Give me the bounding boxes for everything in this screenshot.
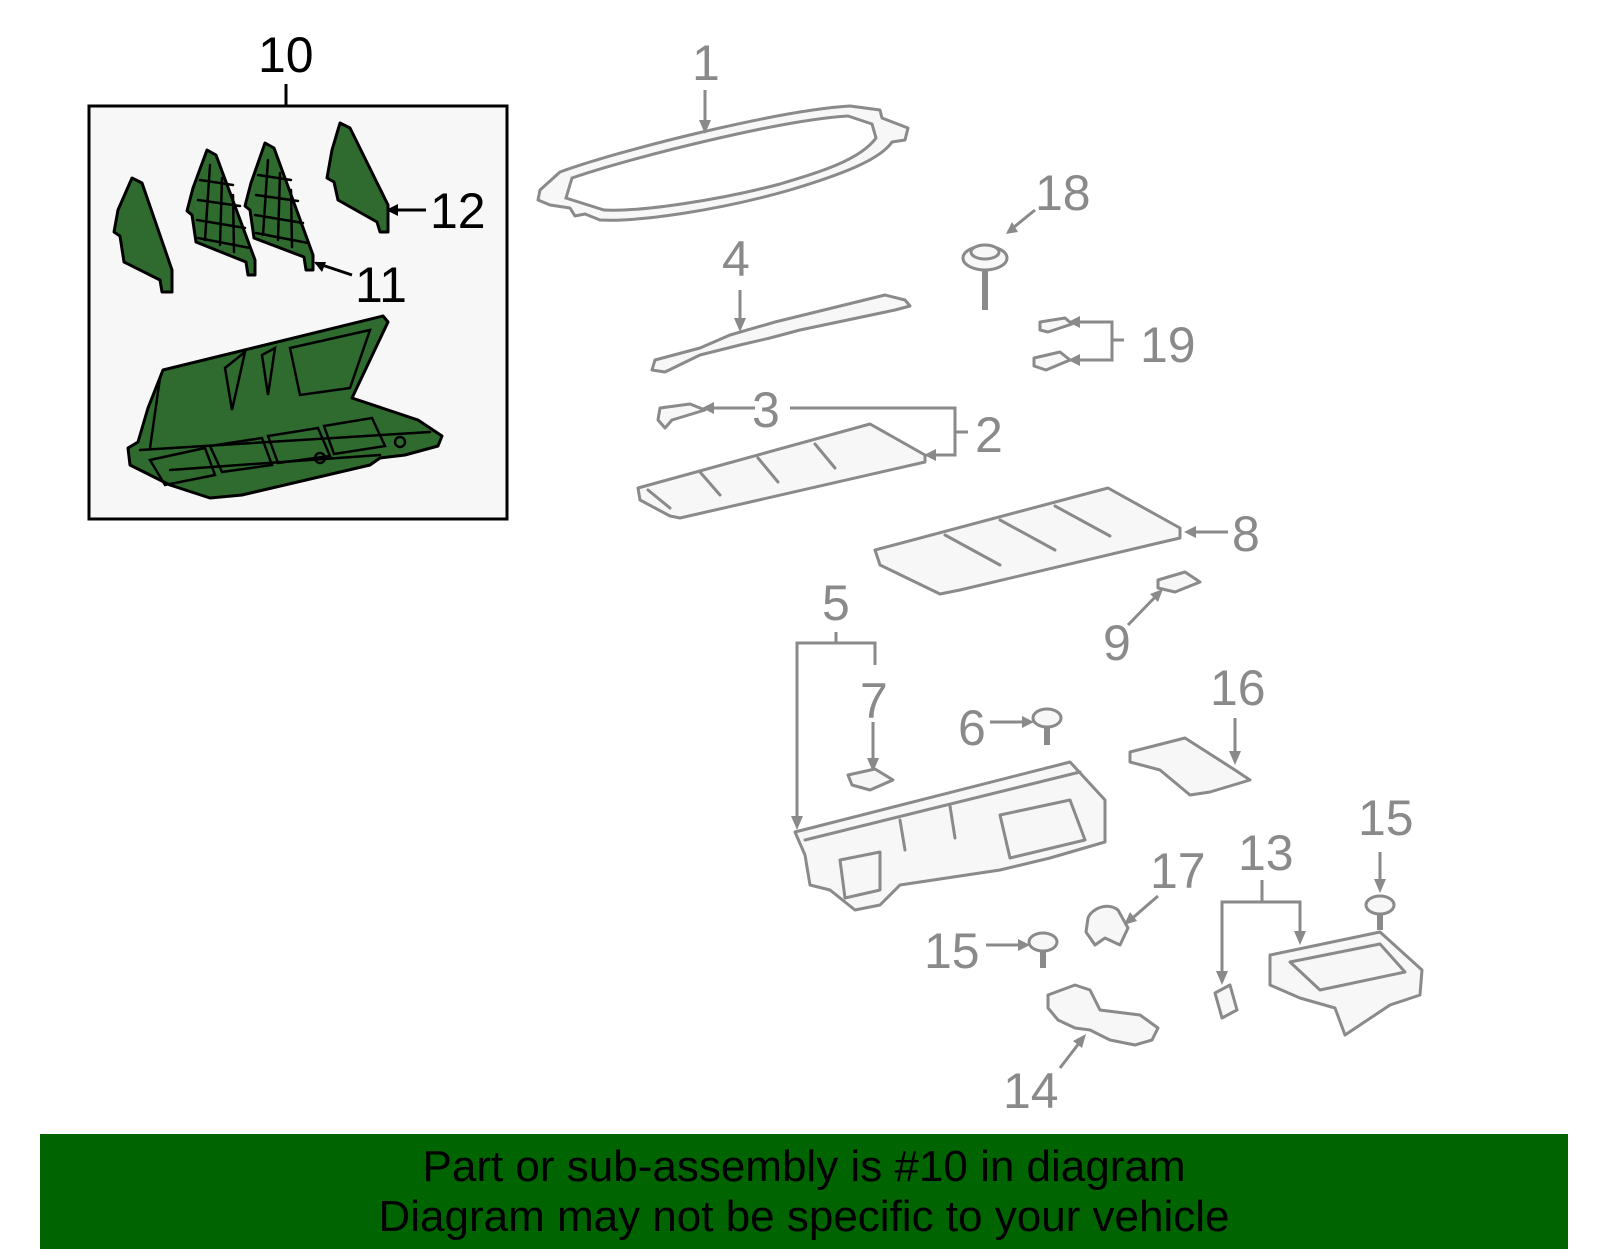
info-banner: Part or sub-assembly is #10 in diagram D… [40,1134,1568,1249]
label-11: 11 [355,257,407,313]
part-1-frame: 1 [536,35,910,222]
bolt-6-head [1031,707,1063,729]
arrow-6 [1022,716,1034,728]
label-16: 16 [1210,660,1266,716]
arrow-7 [867,758,879,772]
label-12: 12 [430,183,486,239]
grille-mesh-a [195,163,252,254]
part-19-clips: 19 [1032,316,1196,373]
label-7: 7 [860,673,888,729]
leader-19 [1072,320,1124,362]
arrow-14 [1073,1034,1086,1048]
plate-2-ribs [646,442,837,510]
clip-19b [1032,350,1072,372]
arrow-13b [1294,931,1306,945]
floor-board-details [138,328,432,487]
floor-plate-2 [636,422,927,520]
clip-3 [656,402,707,430]
side-cover-12 [325,121,390,234]
arrow-3 [702,402,714,414]
label-5: 5 [822,575,850,631]
bolt-15-right-head [1364,894,1396,916]
part-16-panel: 16 [1128,660,1266,797]
leader-2 [790,406,968,457]
bolt-15-left-head [1027,931,1059,953]
panel-16 [1128,736,1252,797]
trim-ring-inner [564,114,878,212]
arrow-15-left [1018,939,1030,951]
label-14: 14 [1003,1063,1059,1119]
pad-13 [1213,983,1239,1020]
part-15-bolt-left: 15 [924,923,1059,979]
part-18-knob: 18 [961,165,1091,310]
part-8-board: 8 9 [873,486,1260,671]
part-15-bolt-right: 15 [1358,790,1414,930]
arrow-17 [1124,912,1137,925]
assembly-10-inset: 10 11 12 [87,27,509,521]
clip-19a [1038,316,1074,334]
label-9: 9 [1103,615,1131,671]
part-5-tray: 5 7 6 [791,575,1107,912]
arrow-13a [1216,971,1228,985]
arrow-5 [791,816,803,830]
arrow-16 [1229,751,1241,765]
label-18: 18 [1035,165,1091,221]
label-13: 13 [1238,825,1294,881]
grille-mesh-b [253,158,310,249]
clip-9 [1156,570,1202,594]
clip-7 [846,767,895,792]
part-14-bracket: 14 [1003,983,1160,1119]
box-13-inner [1288,942,1407,992]
hook-17 [1084,904,1130,947]
rail-4 [650,293,912,374]
arrow-15-right [1374,879,1386,893]
leader-5 [795,632,877,825]
banner-line-2: Diagram may not be specific to your vehi… [378,1192,1230,1241]
leader-13 [1220,880,1302,980]
tray-5 [793,760,1107,912]
arrow-11 [314,262,326,272]
label-17: 17 [1150,843,1206,899]
arrow-19b [1068,354,1080,366]
tray-5-details [803,770,1087,900]
knob-18-top [969,243,1001,261]
label-2: 2 [975,407,1003,463]
label-15-right: 15 [1358,790,1414,846]
part-17-hook: 17 [1084,843,1206,947]
board-8-ribs [943,504,1112,567]
label-19: 19 [1140,317,1196,373]
label-10: 10 [258,27,314,83]
part-4-rail: 4 [650,231,912,374]
banner-line-1: Part or sub-assembly is #10 in diagram [422,1142,1186,1191]
arrow-1 [699,120,711,134]
label-6: 6 [958,700,986,756]
part-2-plate: 3 2 [636,382,1003,520]
label-15-left: 15 [924,923,980,979]
label-8: 8 [1232,506,1260,562]
label-3: 3 [752,382,780,438]
side-cover-left [112,176,174,294]
arrow-4 [734,318,746,332]
arrow-9 [1150,589,1163,602]
arrow-2 [924,449,936,461]
arrow-19a [1068,316,1080,328]
arrow-12 [386,204,398,216]
bracket-14 [1046,983,1160,1047]
arrow-8 [1184,526,1196,538]
part-13-box: 13 [1213,825,1424,1037]
label-4: 4 [722,231,750,287]
deck-board-8 [873,486,1182,596]
label-1: 1 [692,35,720,91]
arrow-18 [1006,222,1018,234]
